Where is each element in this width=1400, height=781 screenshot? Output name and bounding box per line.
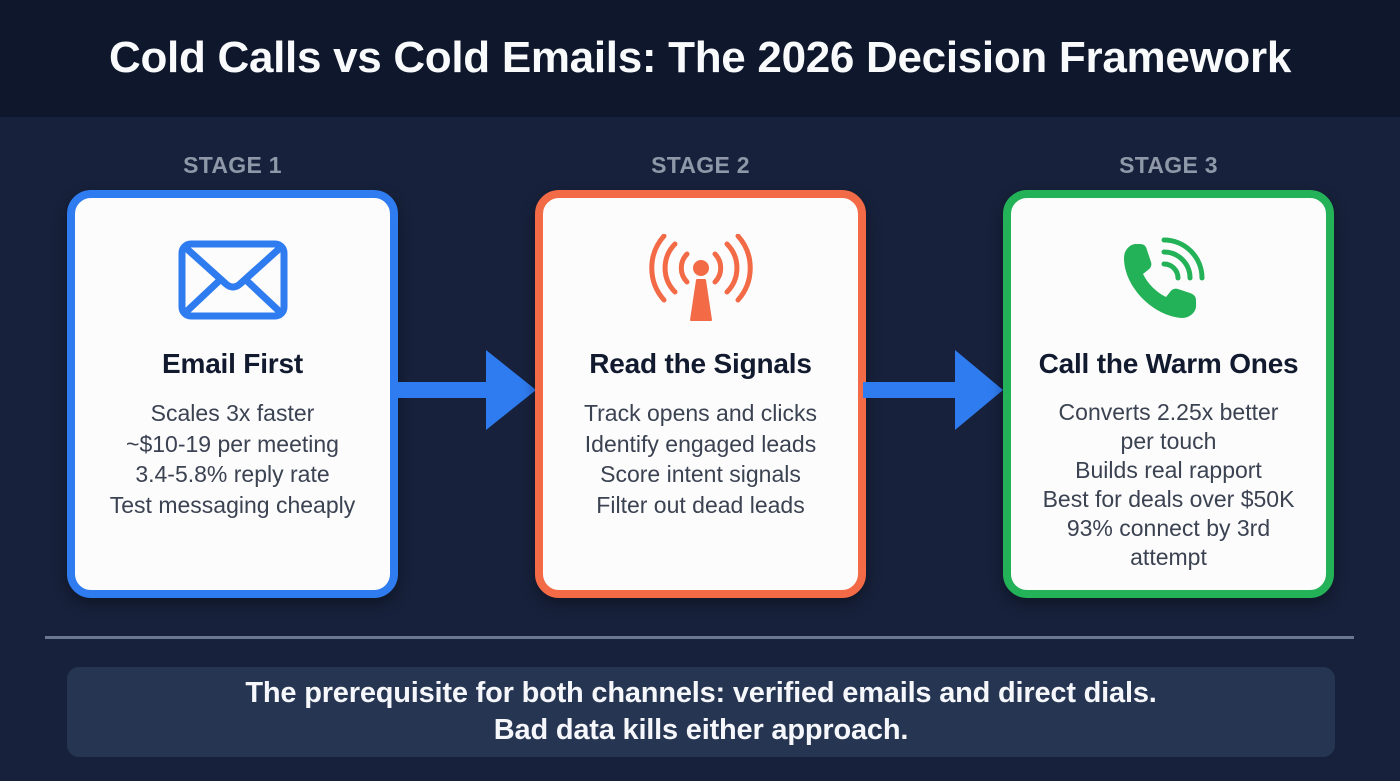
arrow-right-icon: [863, 350, 1003, 430]
footer-banner: The prerequisite for both channels: veri…: [67, 667, 1335, 757]
stage-3-point: attempt: [1130, 544, 1207, 570]
stage-2-point: Score intent signals: [600, 461, 801, 487]
stage-2-point: Identify engaged leads: [584, 430, 817, 457]
stage-1-points: Scales 3x faster ~$10-19 per meeting 3.4…: [83, 398, 382, 520]
stage-3-point: Converts 2.25x better: [1058, 399, 1279, 425]
stage-2-points: Track opens and clicks Identify engaged …: [551, 398, 850, 520]
stage-2-point: Filter out dead leads: [596, 491, 805, 518]
stage-3-point: Best for deals over $50K: [1042, 486, 1295, 512]
stage-3-card: Call the Warm Ones Converts 2.25x better…: [1003, 190, 1334, 598]
header-band: Cold Calls vs Cold Emails: The 2026 Deci…: [0, 0, 1400, 117]
stage-1-title: Email First: [162, 348, 303, 379]
stage-3-point: Builds real rapport: [1075, 457, 1262, 483]
phone-ringing-icon: [1109, 234, 1229, 326]
divider: [45, 636, 1354, 639]
envelope-icon: [173, 234, 293, 326]
signal-tower-icon: [641, 234, 761, 326]
stage-1-card: Email First Scales 3x faster ~$10-19 per…: [67, 190, 398, 598]
stage-1-point: Test messaging cheaply: [109, 491, 356, 518]
stage-1-label: STAGE 1: [183, 152, 282, 178]
stage-3-title: Call the Warm Ones: [1038, 348, 1299, 379]
stage-2-card: Read the Signals Track opens and clicks …: [535, 190, 866, 598]
stage-1-point: 3.4-5.8% reply rate: [135, 461, 330, 487]
stage-1-point: ~$10-19 per meeting: [126, 430, 339, 457]
stage-3-point: 93% connect by 3rd: [1066, 515, 1271, 541]
footer-line-2: Bad data kills either approach.: [493, 714, 909, 746]
stage-2-point: Track opens and clicks: [583, 400, 818, 426]
arrow-right-icon: [396, 350, 536, 430]
page-title: Cold Calls vs Cold Emails: The 2026 Deci…: [109, 32, 1291, 82]
footer-line-1: The prerequisite for both channels: veri…: [245, 677, 1157, 709]
stage-2-title: Read the Signals: [589, 348, 812, 379]
stage-3-points: Converts 2.25x better per touch Builds r…: [1019, 398, 1318, 572]
stage-3-point: per touch: [1120, 428, 1217, 454]
stage-3-label: STAGE 3: [1119, 152, 1218, 178]
stage-1-point: Scales 3x faster: [150, 400, 315, 426]
stage-2-label: STAGE 2: [651, 152, 750, 178]
